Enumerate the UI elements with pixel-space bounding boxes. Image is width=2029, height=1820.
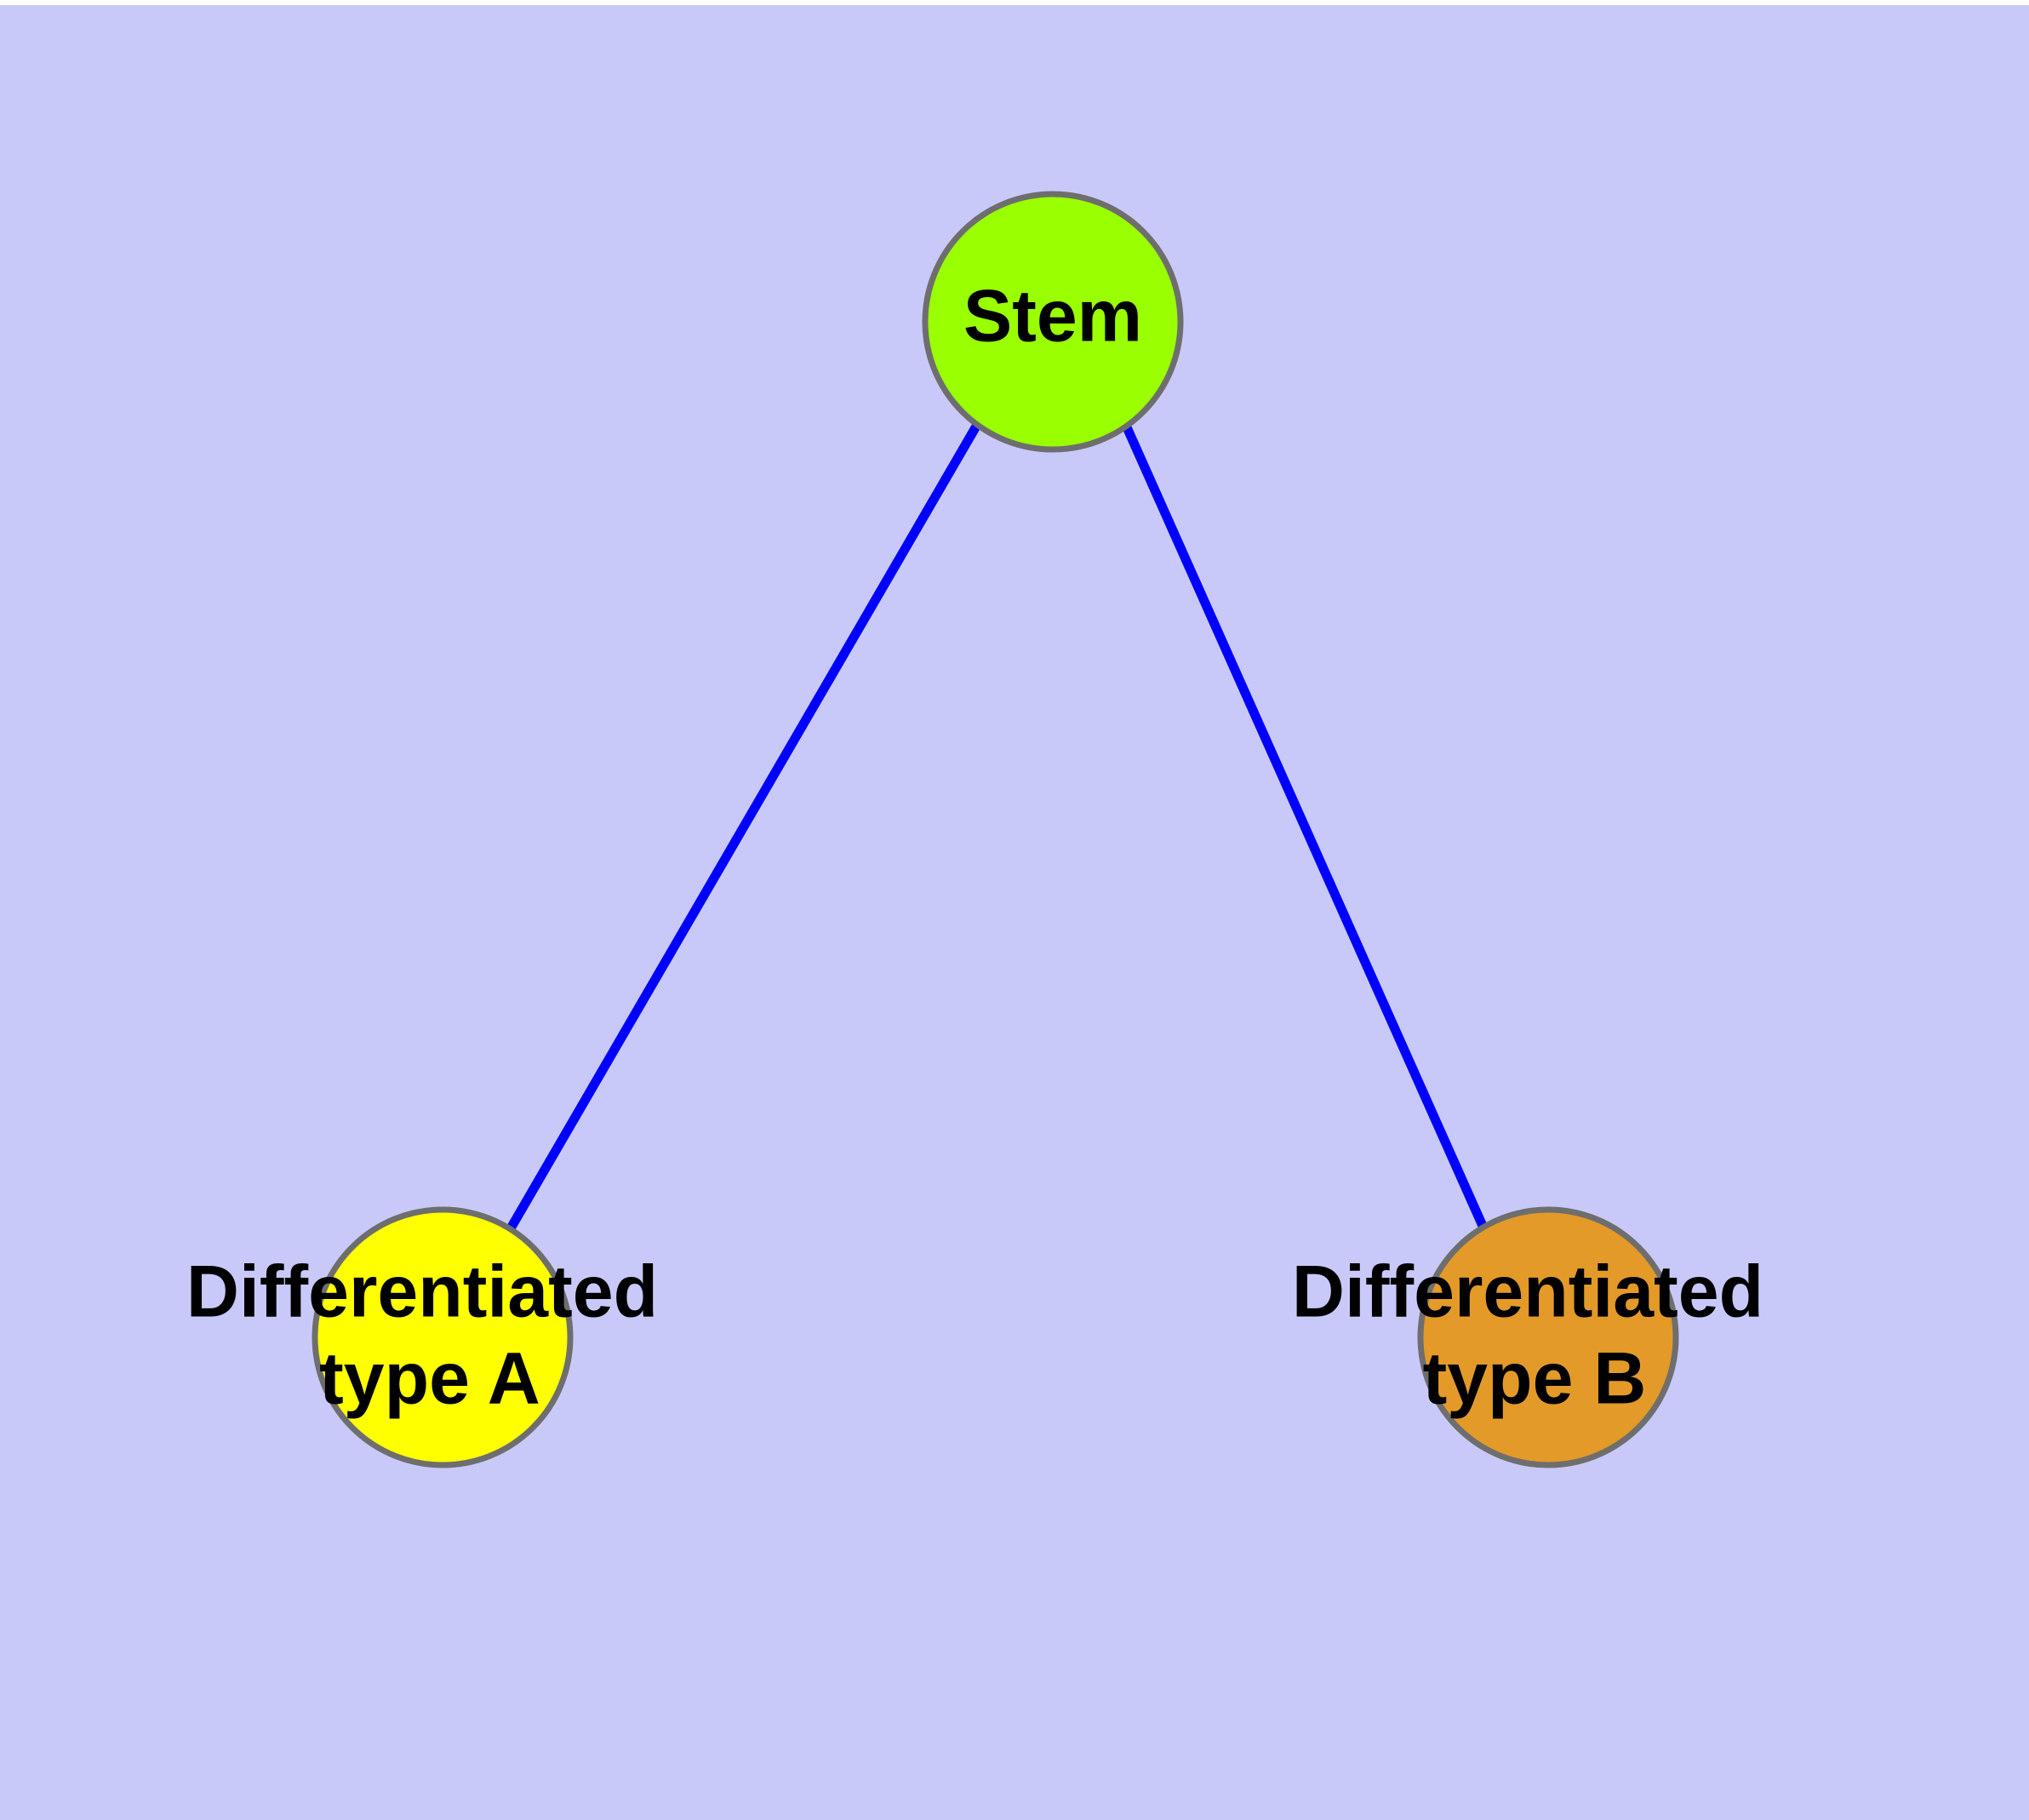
node-stem[interactable] [922, 191, 1184, 453]
node-label-stem: Stem [963, 276, 1142, 358]
diagram-background: Stem Differentiated type A Differentiate… [0, 5, 2029, 1820]
node-differentiated-type-b[interactable] [1417, 1206, 1679, 1468]
label-layer: Stem Differentiated type A Differentiate… [186, 276, 1763, 1420]
node-label-differentiated-type-b-line1: Differentiated [1292, 1251, 1763, 1333]
edge-stem-to-differentiated-type-a[interactable] [506, 422, 981, 1231]
edge-stem-to-differentiated-type-b[interactable] [1118, 417, 1488, 1228]
edge-layer [506, 417, 1488, 1231]
node-circle-differentiated-type-a[interactable] [311, 1206, 574, 1468]
node-label-differentiated-type-b-line2: type B [1423, 1338, 1647, 1420]
node-circle-differentiated-type-b[interactable] [1417, 1206, 1679, 1468]
cell-differentiation-graph: Stem Differentiated type A Differentiate… [186, 191, 1763, 1468]
node-differentiated-type-a[interactable] [311, 1206, 574, 1468]
node-circle-stem[interactable] [922, 191, 1184, 453]
node-label-differentiated-type-a-line1: Differentiated [186, 1251, 658, 1333]
node-label-differentiated-type-a-line2: type A [319, 1338, 540, 1420]
node-layer [311, 191, 1679, 1468]
